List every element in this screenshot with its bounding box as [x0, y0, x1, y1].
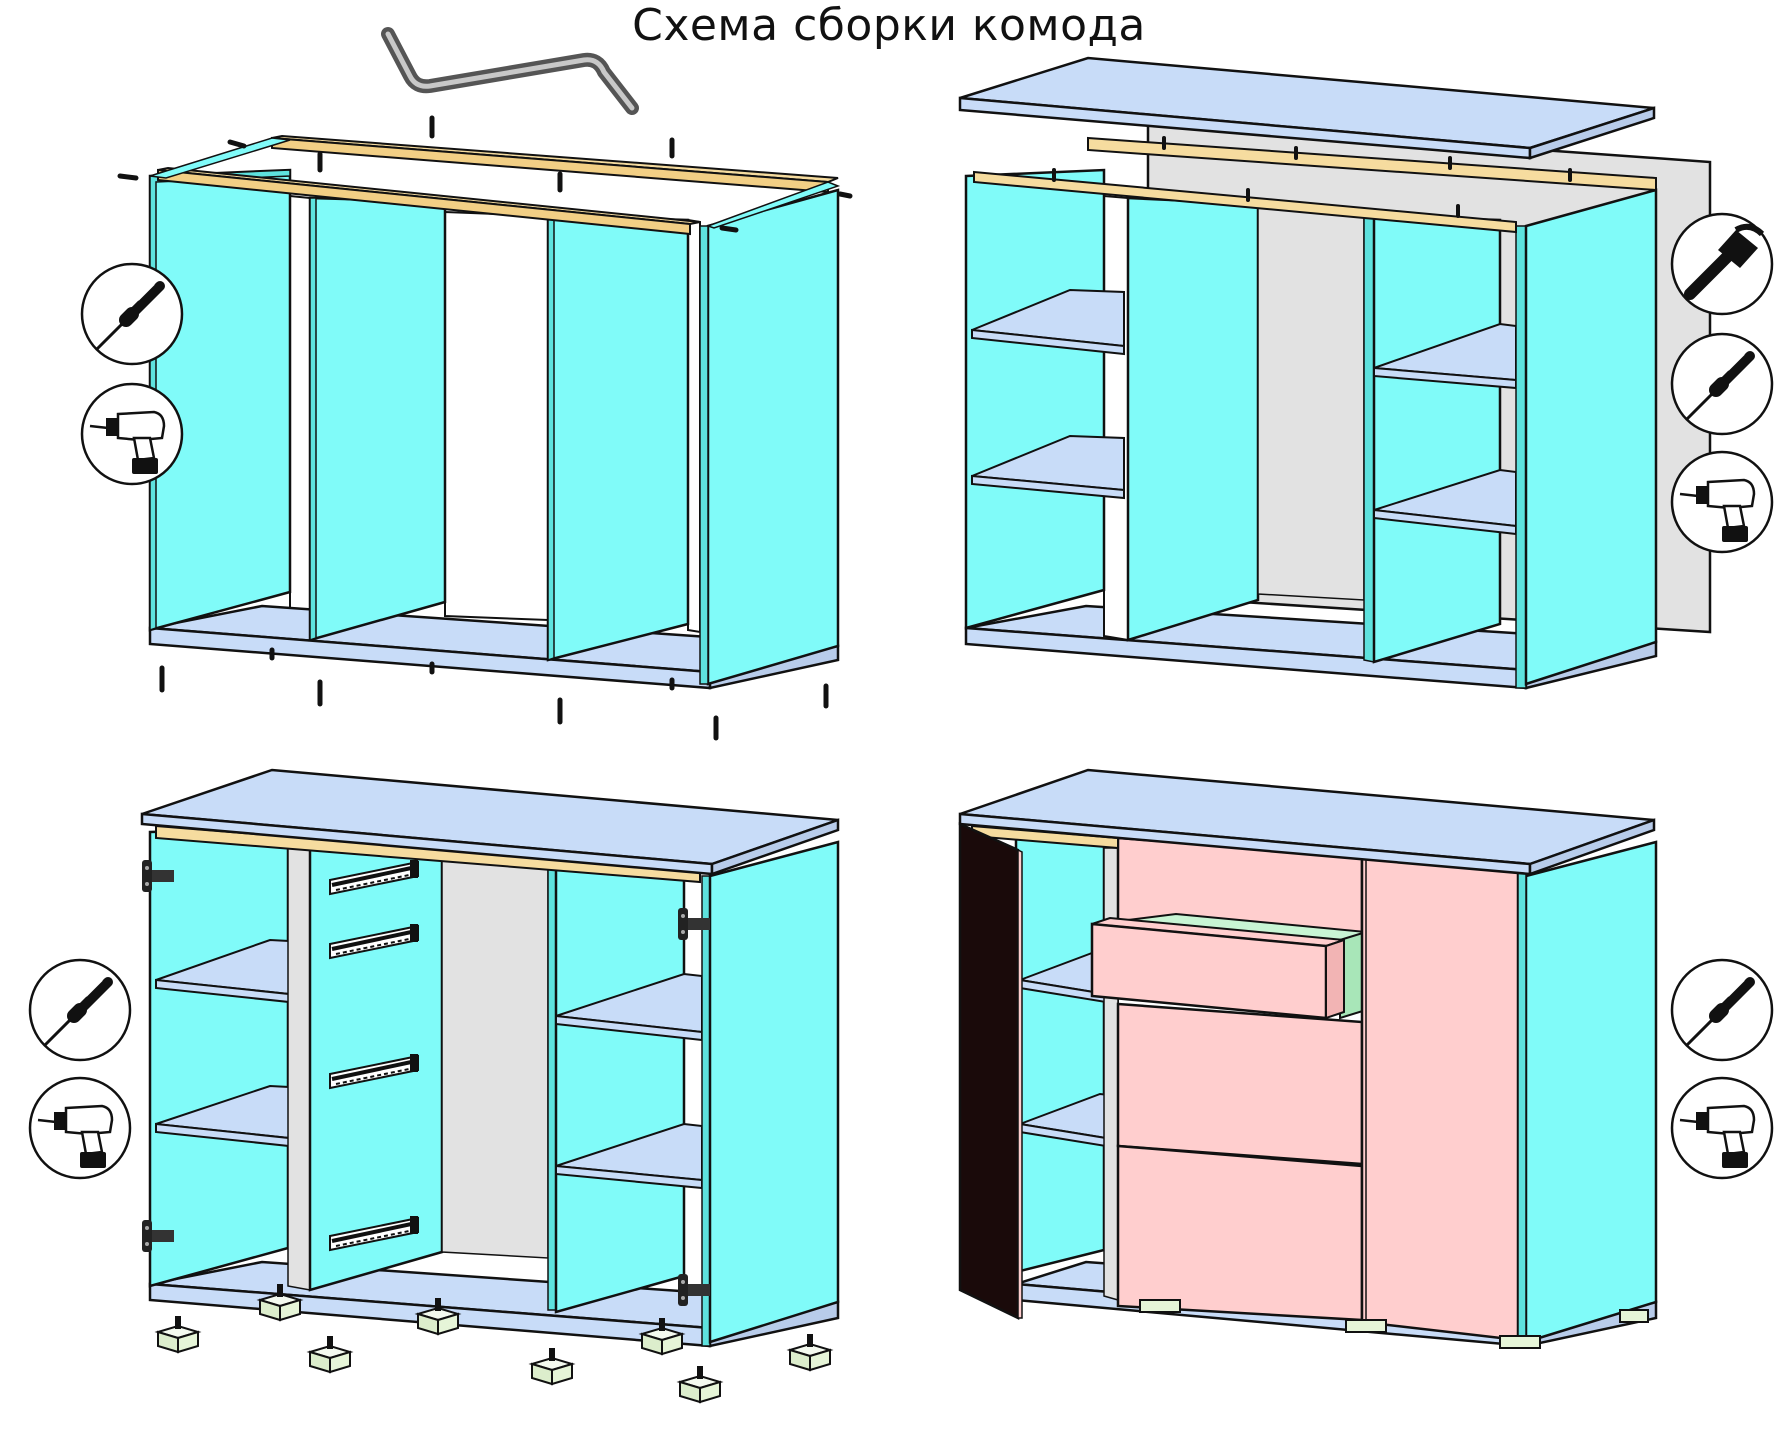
- hammer-icon: [1672, 214, 1772, 314]
- dowels: [117, 115, 853, 741]
- drill-icon: [28, 1076, 132, 1180]
- screwdriver-icon: [1672, 960, 1772, 1060]
- foot: [789, 1333, 831, 1371]
- right-door: [1360, 854, 1520, 1342]
- left-side-panel: [148, 168, 292, 632]
- screwdriver-icon: [82, 264, 182, 364]
- foot: [531, 1347, 573, 1385]
- partition-2: [546, 214, 690, 662]
- foot: [679, 1365, 721, 1403]
- step-2: [958, 56, 1774, 690]
- drawer-front: [1116, 1002, 1364, 1166]
- screwdriver-icon: [30, 960, 130, 1060]
- drawer-front: [1116, 1144, 1364, 1322]
- step-1: [80, 27, 853, 741]
- partition-1: [308, 196, 447, 642]
- step-3: [28, 768, 840, 1403]
- drill-icon: [1670, 1076, 1774, 1180]
- foot: [309, 1335, 351, 1373]
- page-title: Схема сборки комода: [632, 0, 1146, 51]
- drill-icon: [80, 382, 184, 486]
- right-side-panel: [706, 188, 840, 686]
- left-door-open: [958, 822, 1020, 1320]
- step-4: [958, 768, 1774, 1349]
- foot: [157, 1315, 199, 1353]
- drill-icon: [1670, 450, 1774, 554]
- screwdriver-icon: [1672, 334, 1772, 434]
